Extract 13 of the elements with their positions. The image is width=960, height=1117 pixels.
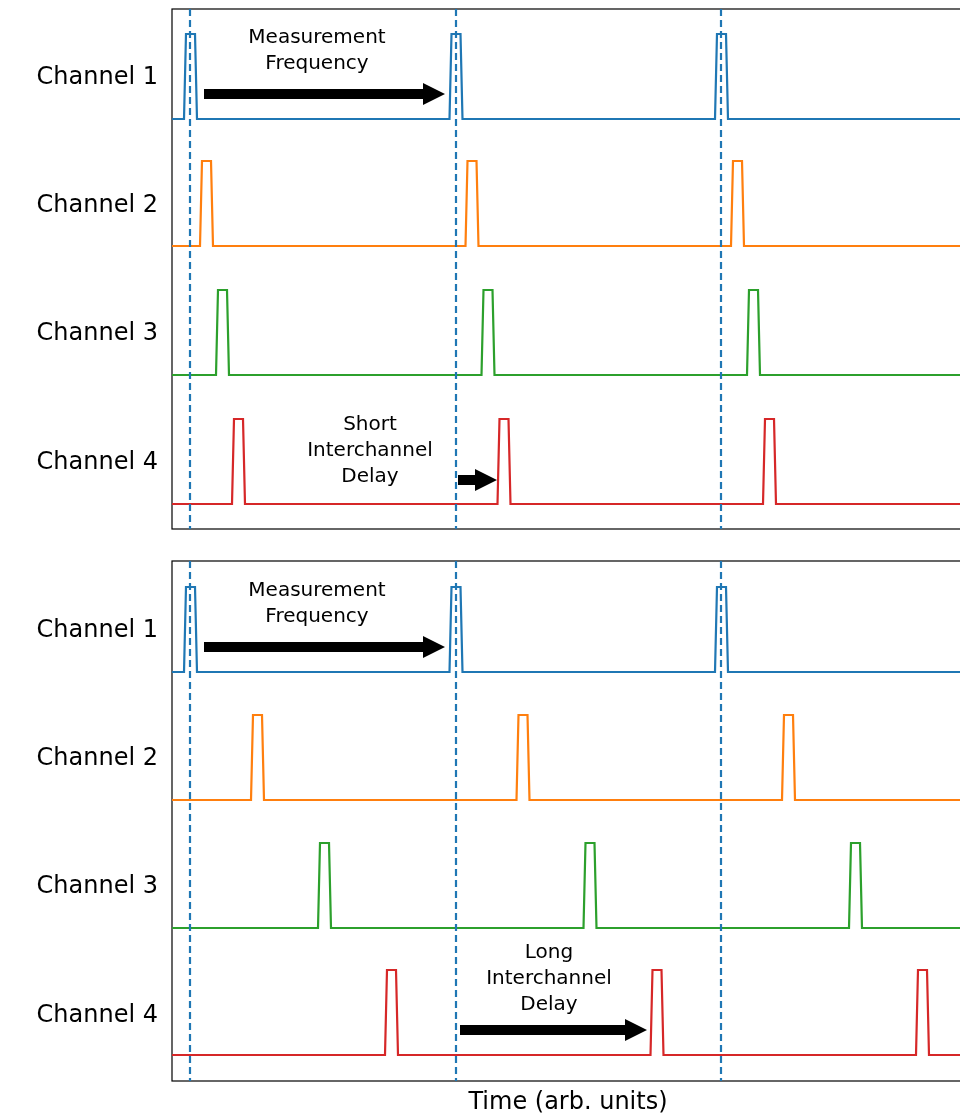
channel-label: Channel 4 (35, 446, 158, 477)
channel-label: Channel 4 (35, 999, 158, 1030)
annotation-text: Long Interchannel Delay (485, 938, 613, 1016)
channel-label: Channel 2 (35, 189, 158, 220)
channel-label: Channel 3 (35, 317, 158, 348)
annotation-text: Measurement Frequency (247, 576, 387, 628)
axis-label: Time (arb. units) (467, 1086, 669, 1117)
channel-label: Channel 1 (35, 614, 158, 645)
channel-label: Channel 1 (35, 61, 158, 92)
annotation-text: Short Interchannel Delay (306, 410, 434, 488)
channel-label: Channel 2 (35, 742, 158, 773)
channel-label: Channel 3 (35, 870, 158, 901)
annotation-text: Measurement Frequency (247, 23, 387, 75)
